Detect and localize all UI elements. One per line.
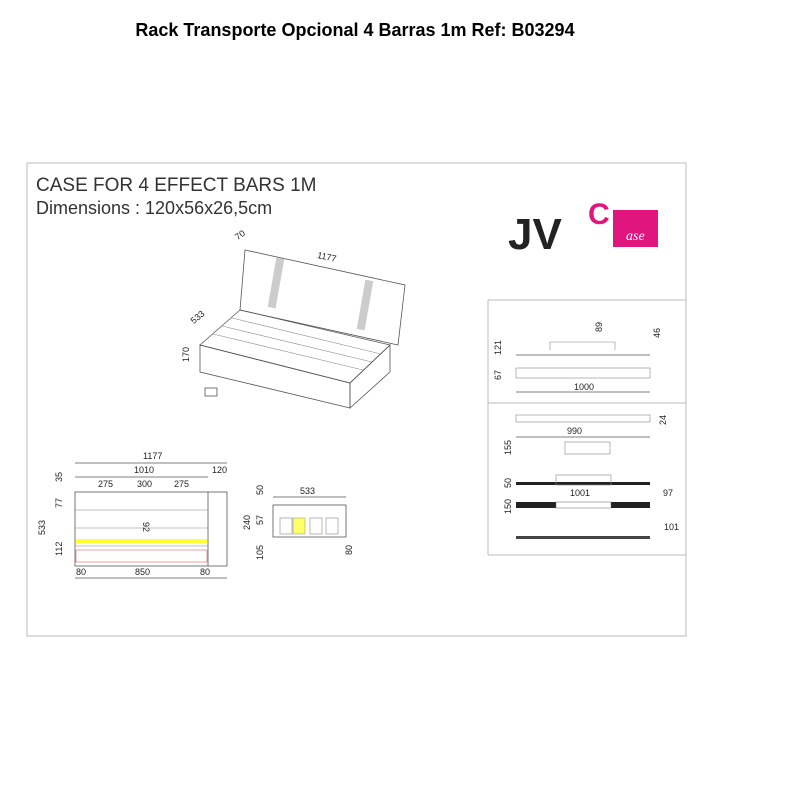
- drawing-frame: [26, 162, 687, 637]
- svg-text:46: 46: [652, 328, 662, 338]
- svg-text:ase: ase: [626, 229, 645, 244]
- svg-text:533: 533: [300, 486, 315, 496]
- svg-text:1177: 1177: [316, 250, 337, 264]
- svg-text:300: 300: [137, 479, 152, 489]
- svg-text:1177: 1177: [143, 451, 162, 461]
- svg-text:67: 67: [493, 370, 503, 380]
- svg-text:92: 92: [141, 522, 151, 532]
- svg-text:C: C: [588, 198, 610, 231]
- svg-text:97: 97: [663, 488, 673, 498]
- jv-case-logo: JV C ase: [508, 198, 658, 259]
- svg-text:80: 80: [76, 567, 86, 577]
- svg-text:120: 120: [212, 465, 227, 475]
- svg-text:170: 170: [181, 347, 191, 362]
- svg-text:80: 80: [200, 567, 210, 577]
- svg-text:155: 155: [503, 440, 513, 455]
- svg-text:70: 70: [233, 228, 247, 242]
- svg-text:57: 57: [255, 515, 265, 525]
- svg-text:80: 80: [344, 545, 354, 555]
- bar-view-bottom: 24 990 155 50 1001 97 150 101: [503, 414, 679, 539]
- svg-text:1001: 1001: [570, 488, 590, 498]
- page-title: Rack Transporte Opcional 4 Barras 1m Ref…: [135, 20, 575, 40]
- svg-text:50: 50: [255, 485, 265, 495]
- svg-text:101: 101: [664, 522, 679, 532]
- svg-text:89: 89: [594, 322, 604, 332]
- svg-text:275: 275: [98, 479, 113, 489]
- side-view: 533 50 240 57 105 80: [242, 485, 354, 560]
- svg-text:77: 77: [54, 498, 64, 508]
- svg-text:240: 240: [242, 515, 252, 530]
- svg-text:533: 533: [37, 520, 47, 535]
- svg-text:990: 990: [567, 426, 582, 436]
- svg-text:24: 24: [658, 415, 668, 425]
- svg-text:105: 105: [255, 545, 265, 560]
- svg-text:112: 112: [54, 542, 64, 556]
- top-view: 1177 1010 120 275 300 275 35 77 92 533 1…: [37, 451, 228, 579]
- svg-text:1010: 1010: [134, 465, 154, 475]
- sheet-heading: CASE FOR 4 EFFECT BARS 1M: [36, 175, 316, 196]
- sheet-dimensions: Dimensions : 120x56x26,5cm: [36, 198, 272, 218]
- svg-text:1000: 1000: [574, 382, 594, 392]
- svg-text:150: 150: [503, 499, 513, 514]
- svg-text:JV: JV: [508, 210, 562, 259]
- svg-text:850: 850: [135, 567, 150, 577]
- svg-text:50: 50: [503, 478, 513, 488]
- svg-text:275: 275: [174, 479, 189, 489]
- bar-view-top: 121 89 46 67 1000: [487, 299, 686, 556]
- svg-text:121: 121: [493, 340, 503, 355]
- svg-text:35: 35: [54, 472, 64, 482]
